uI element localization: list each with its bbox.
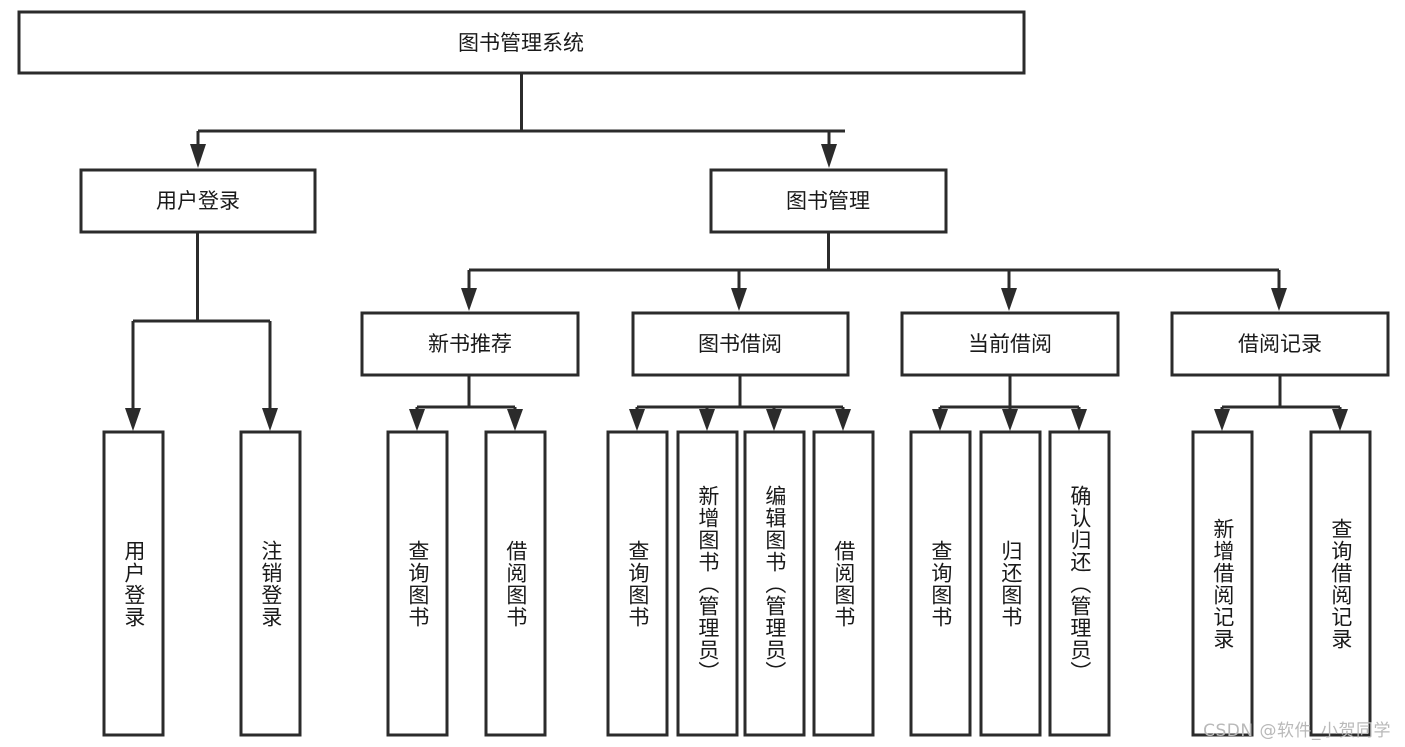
leaf-user-login[interactable] [102, 430, 165, 737]
connector-current-to-leaves [932, 375, 1087, 431]
leaf-logout[interactable] [239, 430, 302, 737]
node-book-management-label: 图书管理 [786, 189, 870, 213]
node-current-borrow-label: 当前借阅 [968, 332, 1052, 356]
node-borrow-records-label: 借阅记录 [1238, 332, 1322, 356]
leaf-confirm-return-admin[interactable] [1048, 430, 1111, 737]
node-book-borrow[interactable]: 图书借阅 [631, 311, 850, 377]
connector-books-to-level3 [461, 232, 1287, 311]
leaf-add-book-admin[interactable] [676, 430, 739, 737]
node-root-label: 图书管理系统 [458, 31, 584, 55]
leaf-return-book[interactable] [979, 430, 1042, 737]
csdn-watermark: CSDN @软件_小贺同学 [1203, 721, 1391, 741]
node-user-login[interactable]: 用户登录 [79, 168, 317, 234]
leaf-query-book-recommend[interactable] [386, 430, 449, 737]
node-new-book-recommend[interactable]: 新书推荐 [360, 311, 580, 377]
node-current-borrow[interactable]: 当前借阅 [900, 311, 1120, 377]
connector-root-to-level2 [190, 74, 845, 168]
leaf-query-book-borrow[interactable] [606, 430, 669, 737]
node-user-login-label: 用户登录 [156, 189, 240, 213]
node-book-management[interactable]: 图书管理 [709, 168, 948, 234]
leaf-edit-book-admin[interactable] [743, 430, 806, 737]
leaf-query-book-current[interactable] [909, 430, 972, 737]
leaf-borrow-book-recommend[interactable] [484, 430, 547, 737]
leaf-add-borrow-record[interactable] [1191, 430, 1254, 737]
node-borrow-records[interactable]: 借阅记录 [1170, 311, 1390, 377]
node-new-book-recommend-label: 新书推荐 [428, 332, 512, 356]
connector-newbook-to-leaves [409, 375, 523, 431]
node-book-borrow-label: 图书借阅 [698, 332, 782, 356]
leaf-query-borrow-record[interactable] [1309, 430, 1372, 737]
connector-login-to-leaves [125, 232, 278, 431]
connector-borrow-to-leaves [629, 375, 851, 431]
leaf-borrow-book[interactable] [812, 430, 875, 737]
node-root[interactable]: 图书管理系统 [17, 10, 1026, 75]
connector-records-to-leaves [1214, 375, 1348, 431]
